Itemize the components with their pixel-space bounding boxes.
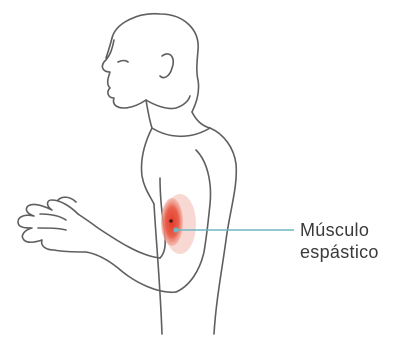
torso-front xyxy=(154,204,162,334)
neck-back xyxy=(192,112,210,128)
jaw xyxy=(146,96,190,109)
callout-line-1: Músculo xyxy=(300,219,379,241)
finger-line-1 xyxy=(40,214,66,220)
finger-line-2 xyxy=(38,228,66,230)
neck-front xyxy=(146,100,152,128)
leader-dot xyxy=(173,227,178,232)
collar xyxy=(152,128,210,136)
head-outline xyxy=(112,14,199,112)
ear xyxy=(160,54,173,78)
forearm-top xyxy=(78,214,160,258)
hand xyxy=(18,200,86,252)
back-line xyxy=(210,128,236,334)
chest-front xyxy=(141,128,154,204)
callout-line-2: espástico xyxy=(300,241,379,263)
eye xyxy=(118,61,128,63)
muscle-center-dot xyxy=(169,219,173,223)
forearm-bottom xyxy=(86,252,176,292)
callout-label: Músculo espástico xyxy=(300,219,379,263)
